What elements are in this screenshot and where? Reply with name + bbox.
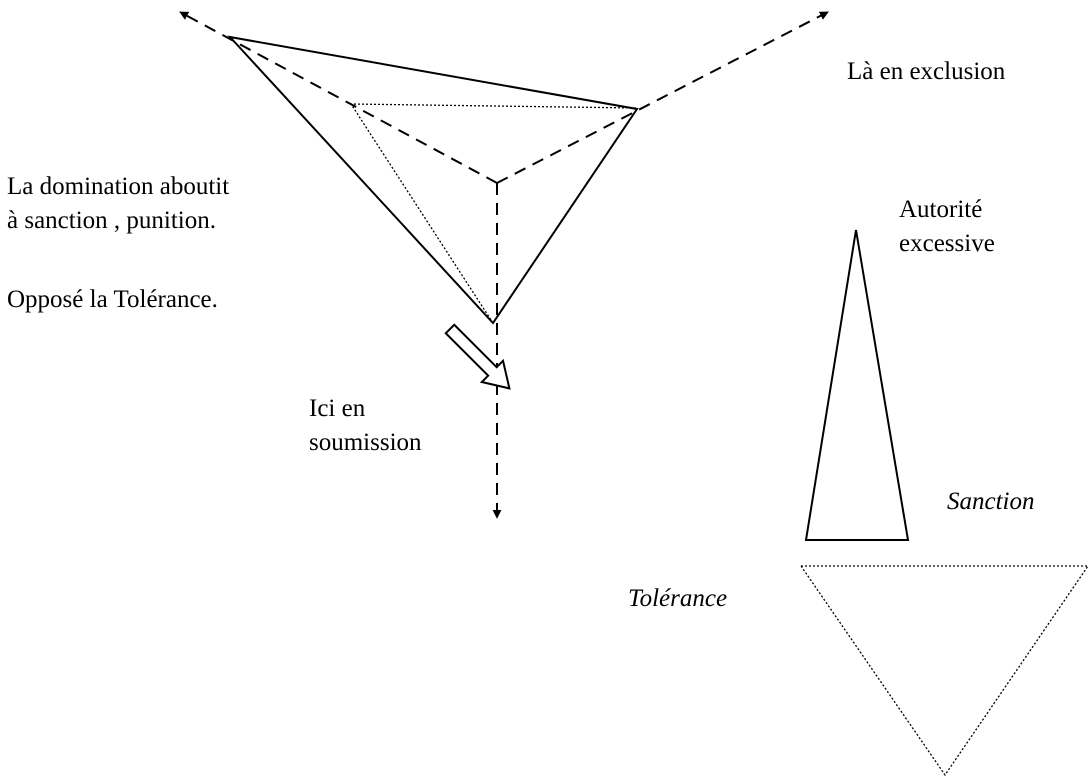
tolerance-label: Tolérance bbox=[628, 585, 728, 612]
authority-label-line1: Autorité bbox=[899, 196, 983, 223]
opposite-label: Opposé la Tolérance. bbox=[7, 286, 218, 313]
exclusion-label: Là en exclusion bbox=[847, 58, 1006, 85]
axis-upper-right bbox=[496, 11, 829, 184]
pyramid-outline bbox=[227, 35, 639, 325]
domination-label-line1: La domination aboutit bbox=[7, 173, 230, 200]
authority-triangle bbox=[804, 229, 910, 541]
domination-label: La domination aboutit à sanction , punit… bbox=[7, 170, 229, 238]
domination-label-line2: à sanction , punition. bbox=[7, 207, 216, 234]
authority-label-line2: excessive bbox=[899, 230, 995, 257]
submission-label-line1: Ici en bbox=[309, 395, 366, 422]
authority-label: Autorité excessive bbox=[899, 193, 995, 261]
tolerance-triangle bbox=[799, 565, 1090, 777]
transition-arrow-icon bbox=[444, 323, 511, 390]
submission-label: Ici en soumission bbox=[309, 392, 422, 460]
submission-label-line2: soumission bbox=[309, 429, 422, 456]
pyramid-dotted-edges bbox=[349, 103, 638, 324]
axis-upper-left bbox=[179, 11, 498, 184]
sanction-label: Sanction bbox=[947, 488, 1035, 515]
